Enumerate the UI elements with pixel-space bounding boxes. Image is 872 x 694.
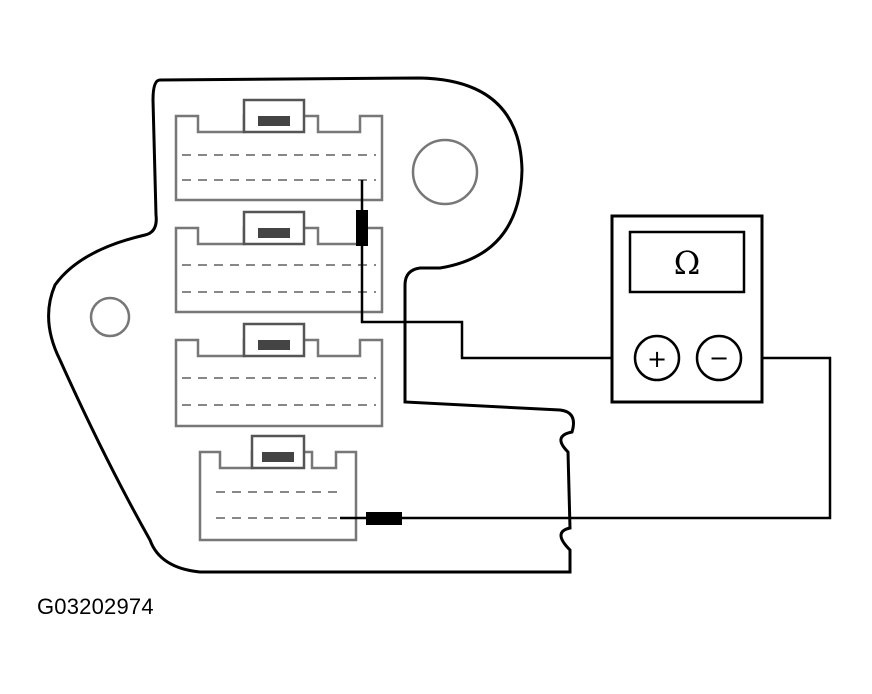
connector-4 — [198, 434, 358, 542]
negative-terminal — [695, 334, 743, 382]
figure-id: G03202974 — [37, 594, 154, 619]
connector-2 — [174, 210, 384, 314]
negative-probe-tip — [366, 512, 402, 525]
mounting-hole-small — [89, 296, 131, 338]
negative-terminal-label: − — [709, 344, 729, 372]
ohm-symbol: Ω — [674, 244, 701, 282]
positive-terminal-label: + — [647, 345, 667, 373]
connector-1 — [174, 98, 384, 202]
mounting-hole-large — [411, 138, 479, 206]
positive-test-lead — [356, 180, 636, 360]
ohmmeter: Ω + − — [610, 214, 764, 404]
meter-display — [628, 230, 746, 294]
connector-3 — [174, 322, 384, 428]
negative-test-lead — [340, 356, 832, 525]
positive-probe-tip — [356, 210, 368, 246]
positive-terminal — [633, 334, 681, 382]
